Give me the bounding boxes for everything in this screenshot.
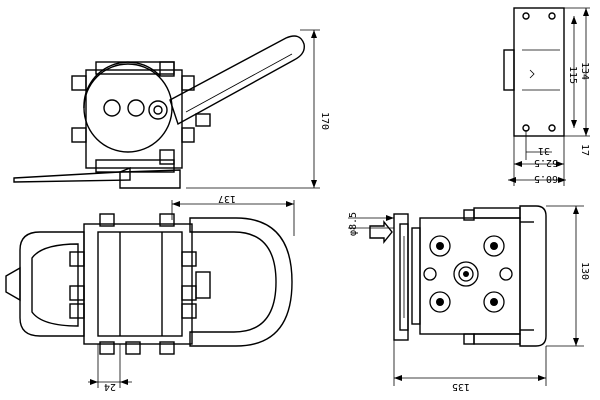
dim-115: 115 bbox=[567, 66, 578, 84]
dim-31: 31 bbox=[538, 145, 550, 156]
bolt-heads bbox=[423, 235, 513, 313]
dim-24: 24 bbox=[104, 381, 116, 392]
dim-52-5: 52.5 bbox=[534, 157, 558, 168]
dim-135: 135 bbox=[452, 381, 470, 392]
dim-hole-dia: φ8.5 bbox=[348, 212, 359, 236]
dim-130: 130 bbox=[579, 262, 590, 280]
dim-60-5: 60.5 bbox=[534, 173, 558, 184]
side-view: 170 bbox=[13, 29, 330, 189]
top-view: 137 24 bbox=[5, 193, 295, 392]
bracket-view: 115 134 17 31 52.5 60.5 bbox=[503, 7, 590, 186]
dim-134: 134 bbox=[579, 62, 590, 80]
dim-137: 137 bbox=[218, 193, 236, 204]
dim-17: 17 bbox=[579, 144, 590, 156]
dim-170: 170 bbox=[319, 112, 330, 130]
front-view: φ8.5 bbox=[348, 205, 590, 392]
